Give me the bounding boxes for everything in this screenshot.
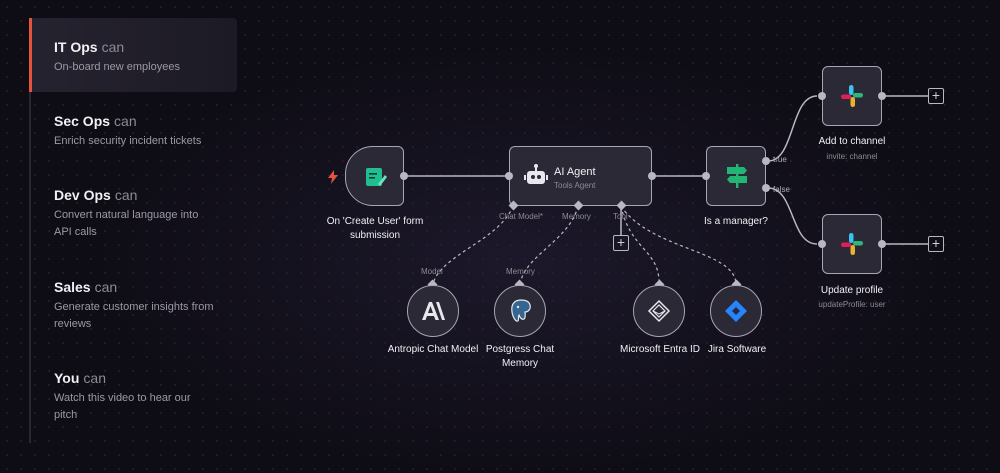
output-port[interactable] bbox=[878, 92, 886, 100]
wire-tool-entra bbox=[620, 205, 660, 285]
trigger-bolt-icon bbox=[328, 170, 338, 184]
add-node-button[interactable]: + bbox=[928, 236, 944, 252]
input-port[interactable] bbox=[505, 172, 513, 180]
output-port[interactable] bbox=[648, 172, 656, 180]
add-channel-sublabel: invite: channel bbox=[826, 152, 878, 161]
update-profile-node[interactable] bbox=[822, 214, 882, 274]
active-accent-bar bbox=[29, 18, 32, 92]
add-to-channel-node[interactable] bbox=[822, 66, 882, 126]
wire-false-branch bbox=[767, 187, 818, 245]
add-tool-button[interactable]: + bbox=[613, 235, 629, 251]
memory-sub-port-label: Memory bbox=[506, 267, 535, 276]
sidebar-divider bbox=[29, 18, 31, 443]
condition-label: Is a manager? bbox=[704, 216, 768, 227]
false-branch-label: false bbox=[773, 185, 790, 194]
postgres-memory-node[interactable] bbox=[494, 285, 546, 337]
robot-icon bbox=[524, 164, 548, 184]
sidebar-item-desc: Convert natural language into API calls bbox=[54, 209, 199, 238]
chat-model-port-label: Chat Model* bbox=[499, 212, 544, 221]
jira-icon bbox=[725, 300, 747, 322]
false-output-port[interactable] bbox=[762, 184, 770, 192]
slack-icon bbox=[841, 85, 863, 107]
trigger-node[interactable] bbox=[345, 146, 404, 206]
update-profile-label: Update profile bbox=[820, 285, 884, 296]
ai-agent-node[interactable]: AI Agent Tools Agent bbox=[509, 146, 652, 206]
sidebar-item-desc: Enrich security incident tickets bbox=[54, 135, 202, 147]
true-branch-label: true bbox=[773, 155, 787, 164]
wire-tool-jira bbox=[620, 205, 737, 285]
trigger-label: On 'Create User' form submission bbox=[326, 216, 424, 241]
jira-label: Jira Software bbox=[707, 344, 767, 355]
update-profile-sublabel: updateProfile: user bbox=[818, 300, 886, 309]
anthropic-label: Antropic Chat Model bbox=[387, 344, 479, 355]
memory-port-label: Memory bbox=[562, 212, 591, 221]
add-node-button[interactable]: + bbox=[928, 88, 944, 104]
postgres-icon bbox=[511, 299, 531, 322]
signpost-icon bbox=[727, 164, 747, 188]
anthropic-icon bbox=[422, 302, 445, 320]
agent-subtitle: Tools Agent bbox=[554, 181, 596, 190]
output-port[interactable] bbox=[400, 172, 408, 180]
input-port[interactable] bbox=[818, 92, 826, 100]
wire-true-branch bbox=[767, 95, 818, 162]
tool-port-label: Tool bbox=[613, 212, 628, 221]
add-channel-label: Add to channel bbox=[818, 136, 886, 147]
input-port[interactable] bbox=[702, 172, 710, 180]
input-port[interactable] bbox=[818, 240, 826, 248]
sidebar-item-desc: Generate customer insights from reviews bbox=[54, 301, 214, 330]
anthropic-model-node[interactable] bbox=[407, 285, 459, 337]
entra-icon bbox=[647, 299, 671, 323]
jira-tool-node[interactable] bbox=[710, 285, 762, 337]
condition-node[interactable] bbox=[706, 146, 766, 206]
wire-model bbox=[432, 205, 514, 285]
true-output-port[interactable] bbox=[762, 157, 770, 165]
model-port-label: Model bbox=[421, 267, 443, 276]
sidebar-item-desc: On-board new employees bbox=[54, 61, 180, 73]
postgres-label: Postgress Chat Memory bbox=[485, 344, 555, 369]
entra-tool-node[interactable] bbox=[633, 285, 685, 337]
slack-icon bbox=[841, 233, 863, 255]
entra-label: Microsoft Entra ID bbox=[619, 344, 701, 355]
agent-title: AI Agent bbox=[554, 166, 596, 178]
output-port[interactable] bbox=[878, 240, 886, 248]
form-icon bbox=[366, 168, 387, 186]
sidebar-item-desc: Watch this video to hear our pitch bbox=[54, 392, 191, 421]
